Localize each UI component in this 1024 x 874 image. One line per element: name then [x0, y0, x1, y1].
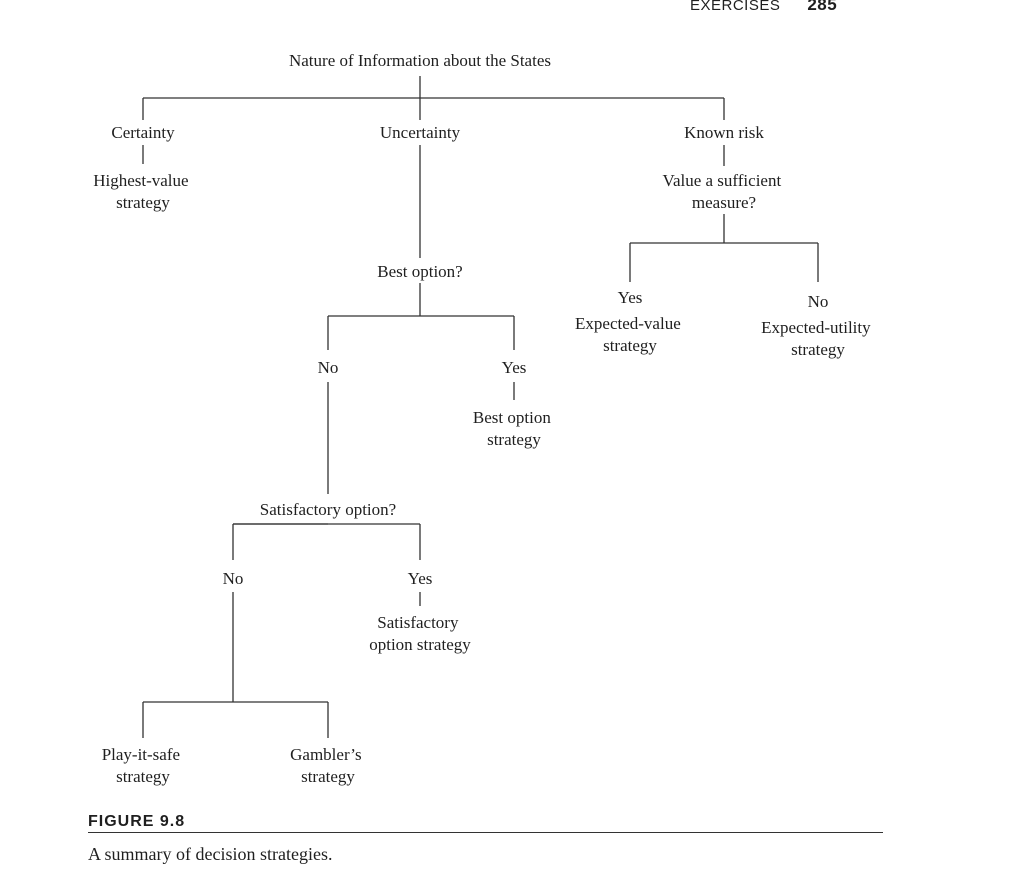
best-option-strategy-node: Best option strategy [473, 408, 555, 449]
play-it-safe-line-1: Play-it-safe [102, 745, 180, 764]
satisfactory-strategy-line-2: option strategy [369, 635, 471, 654]
expected-value-line-2: strategy [603, 336, 657, 355]
known-risk-node: Known risk [684, 123, 764, 142]
highest-value-line-1: Highest-value [93, 171, 188, 190]
satisfactory-strategy-line-1: Satisfactory [377, 613, 459, 632]
gamblers-line-1: Gambler’s [290, 745, 361, 764]
expected-utility-line-1: Expected-utility [761, 318, 871, 337]
best-option-strategy-line-1: Best option [473, 408, 551, 427]
value-sufficient-node: Value a sufficient measure? [663, 171, 786, 212]
best-option-strategy-line-2: strategy [487, 430, 541, 449]
play-it-safe-strategy-node: Play-it-safe strategy [102, 745, 185, 786]
uncertainty-node: Uncertainty [380, 123, 461, 142]
running-head: Exercises 285 [690, 0, 890, 15]
risk-no-label: No [808, 292, 829, 311]
gamblers-strategy-node: Gambler’s strategy [290, 745, 366, 786]
certainty-node: Certainty [111, 123, 175, 142]
connector-lines [142, 76, 819, 738]
figure-label: Figure 9.8 [88, 813, 186, 830]
value-sufficient-line-2: measure? [692, 193, 756, 212]
sat-yes-label: Yes [408, 569, 433, 588]
expected-value-strategy-node: Expected-value strategy [575, 314, 685, 355]
figure-caption: A summary of decision strategies. [88, 844, 333, 864]
best-yes-label: Yes [502, 358, 527, 377]
sat-no-label: No [223, 569, 244, 588]
highest-value-strategy-node: Highest-value strategy [93, 171, 193, 212]
best-no-label: No [318, 358, 339, 377]
satisfactory-question-node: Satisfactory option? [260, 500, 396, 519]
expected-value-line-1: Expected-value [575, 314, 681, 333]
expected-utility-strategy-node: Expected-utility strategy [761, 318, 875, 359]
running-head-section: Exercises [690, 0, 781, 14]
satisfactory-option-strategy-node: Satisfactory option strategy [369, 613, 471, 654]
best-option-question-node: Best option? [377, 262, 462, 281]
expected-utility-line-2: strategy [791, 340, 845, 359]
gamblers-line-2: strategy [301, 767, 355, 786]
risk-yes-label: Yes [618, 288, 643, 307]
play-it-safe-line-2: strategy [116, 767, 170, 786]
value-sufficient-line-1: Value a sufficient [663, 171, 782, 190]
page-number: 285 [807, 0, 838, 14]
figure-rule [88, 832, 883, 833]
root-node: Nature of Information about the States [289, 51, 551, 70]
highest-value-line-2: strategy [116, 193, 170, 212]
